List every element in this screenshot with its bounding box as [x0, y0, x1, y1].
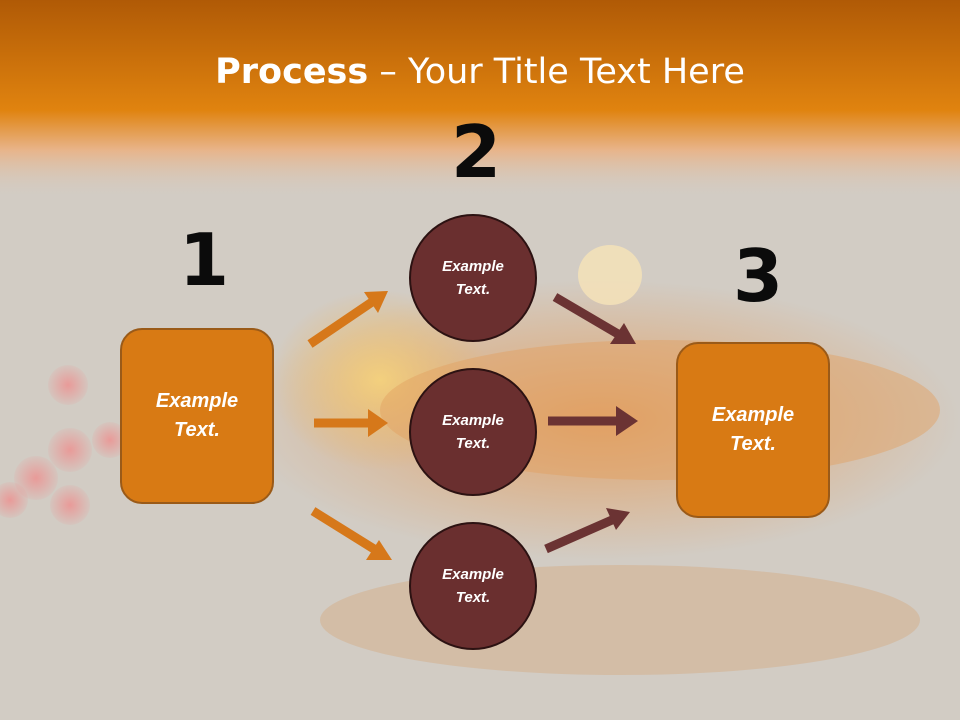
arrow-left-to-middle	[314, 409, 388, 437]
left-box-line2: Text.	[174, 419, 220, 441]
arrow-left-to-bottom	[310, 507, 392, 560]
left-step-box: Example Text.	[120, 328, 274, 504]
right-box-line2: Text.	[730, 433, 776, 455]
slide-title: Process – Your Title Text Here	[0, 52, 960, 92]
title-rest: – Your Title Text Here	[368, 52, 745, 92]
right-box-line1: Example	[711, 404, 795, 426]
arrow-top-to-right	[552, 293, 636, 344]
circle-middle: Example Text.	[409, 368, 537, 496]
circle-bottom-line2: Text.	[455, 589, 491, 606]
circle-middle-line1: Example	[442, 412, 504, 429]
circle-top-line1: Example	[442, 258, 504, 275]
arrow-middle-to-right	[548, 406, 638, 436]
right-step-box: Example Text.	[676, 342, 830, 518]
title-bold: Process	[215, 52, 369, 92]
step-number-1: 1	[179, 218, 230, 302]
step-number-2: 2	[451, 110, 502, 194]
left-box-line1: Example	[155, 390, 239, 412]
step-number-3: 3	[733, 234, 784, 318]
circle-top-line2: Text.	[455, 281, 491, 298]
arrow-left-to-top	[307, 291, 388, 348]
arrow-bottom-to-right	[544, 508, 630, 554]
circle-middle-line2: Text.	[455, 435, 491, 452]
circle-bottom: Example Text.	[409, 522, 537, 650]
circle-bottom-line1: Example	[442, 566, 504, 583]
circle-top: Example Text.	[409, 214, 537, 342]
